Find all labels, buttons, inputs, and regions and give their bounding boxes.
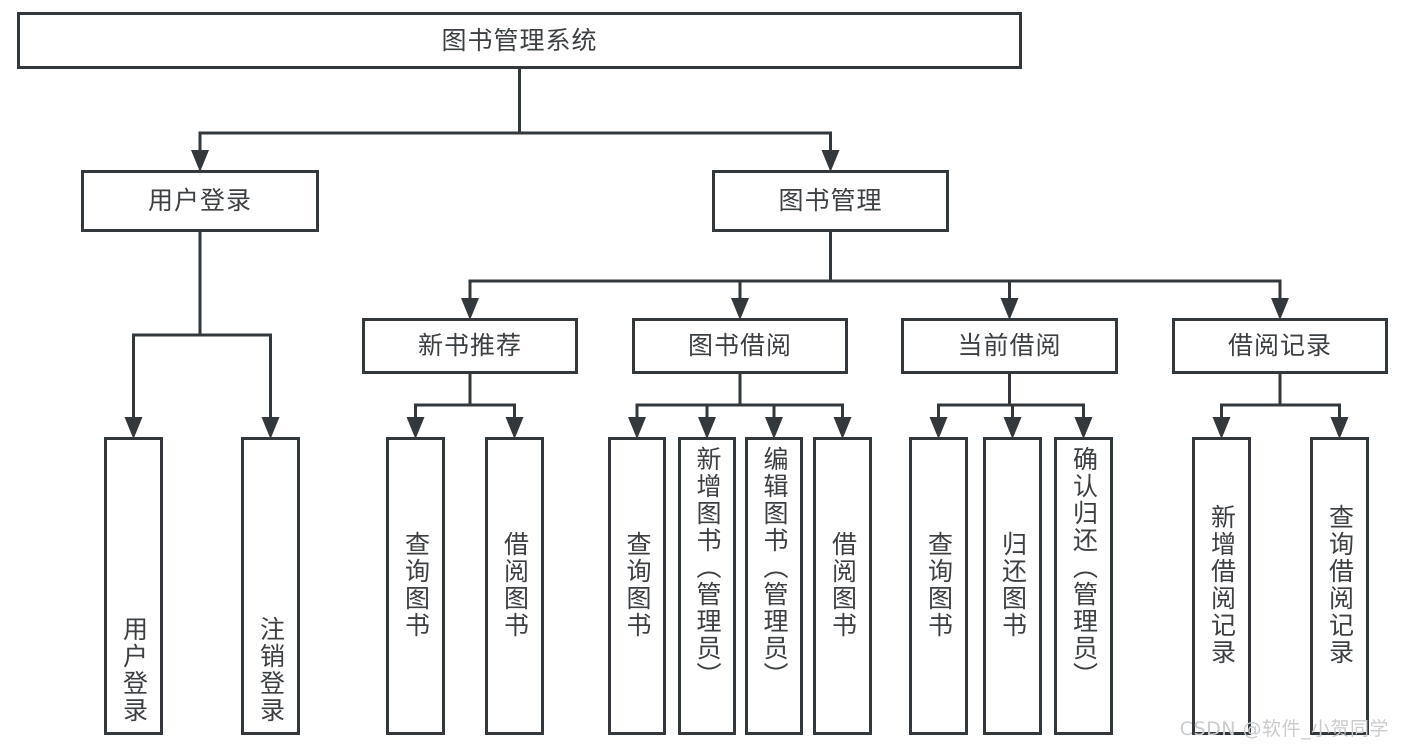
node-label: 图书管理系统 (441, 25, 598, 55)
node-label: 新书推荐 (417, 331, 522, 361)
arrowhead-leaf-edit-book-admin (765, 417, 783, 439)
arrowhead-leaf-logout (261, 417, 280, 439)
arrowhead-leaf-query-book-current (929, 417, 948, 439)
node-label: 查询图书 (401, 531, 431, 639)
node-leaf-query-borrow-record[interactable]: 查询借阅记录 (1310, 437, 1369, 735)
arrowhead-current-borrow (1000, 298, 1019, 320)
node-user-login[interactable]: 用户登录 (81, 170, 319, 232)
node-label: 查询借阅记录 (1325, 504, 1355, 666)
arrowhead-leaf-user-login (124, 417, 143, 439)
node-leaf-add-borrow-record[interactable]: 新增借阅记录 (1192, 437, 1251, 735)
arrowhead-leaf-query-book-borrow (628, 417, 646, 439)
node-label: 当前借阅 (957, 331, 1062, 361)
node-leaf-query-book-rec[interactable]: 查询图书 (386, 437, 445, 735)
node-leaf-logout[interactable]: 注销登录 (241, 437, 300, 735)
node-label: 确认归还（管理员） (1069, 446, 1099, 689)
arrowhead-borrow-records (1271, 298, 1289, 320)
node-label: 用户登录 (147, 186, 252, 216)
arrowhead-book-management (821, 150, 840, 172)
node-leaf-borrow-book[interactable]: 借阅图书 (813, 437, 872, 735)
arrowhead-user-login (191, 150, 209, 172)
node-leaf-confirm-return-admin[interactable]: 确认归还（管理员） (1054, 437, 1113, 735)
arrowhead-leaf-add-borrow-record (1212, 417, 1231, 439)
node-label: 借阅记录 (1227, 331, 1332, 361)
node-new-book-recommend[interactable]: 新书推荐 (362, 318, 578, 374)
node-label: 归还图书 (998, 531, 1028, 639)
node-label: 借阅图书 (828, 531, 858, 639)
node-current-borrow[interactable]: 当前借阅 (901, 318, 1118, 374)
node-book-management[interactable]: 图书管理 (712, 170, 949, 232)
node-label: 用户登录 (119, 616, 149, 724)
arrowhead-leaf-query-borrow-record (1330, 417, 1349, 439)
node-label: 新增图书（管理员） (693, 446, 722, 689)
node-leaf-edit-book-admin[interactable]: 编辑图书（管理员） (745, 437, 803, 735)
arrowhead-new-book-recommend (461, 298, 479, 320)
arrowhead-leaf-confirm-return-admin (1074, 417, 1093, 439)
arrowhead-leaf-add-book-admin (698, 417, 716, 439)
node-label: 注销登录 (256, 616, 286, 724)
node-leaf-query-book-current[interactable]: 查询图书 (909, 437, 968, 735)
node-label: 查询图书 (924, 531, 954, 639)
arrowhead-leaf-borrow-book (833, 417, 852, 439)
node-leaf-add-book-admin[interactable]: 新增图书（管理员） (678, 437, 736, 735)
arrowhead-book-borrow (731, 298, 749, 320)
arrowhead-leaf-return-book (1003, 417, 1022, 439)
node-leaf-return-book[interactable]: 归还图书 (983, 437, 1042, 735)
node-leaf-user-login[interactable]: 用户登录 (104, 437, 163, 735)
node-label: 编辑图书（管理员） (760, 446, 789, 689)
node-label: 新增借阅记录 (1207, 504, 1237, 666)
node-root[interactable]: 图书管理系统 (17, 12, 1022, 69)
node-label: 借阅图书 (500, 531, 530, 639)
node-leaf-query-book-borrow[interactable]: 查询图书 (608, 437, 666, 735)
node-book-borrow[interactable]: 图书借阅 (632, 318, 848, 374)
arrowhead-leaf-query-book-rec (406, 417, 425, 439)
node-label: 查询图书 (623, 531, 652, 639)
arrowhead-leaf-borrow-book-rec (505, 417, 524, 439)
node-label: 图书借阅 (687, 331, 792, 361)
node-borrow-records[interactable]: 借阅记录 (1172, 318, 1388, 374)
node-label: 图书管理 (778, 186, 883, 216)
node-leaf-borrow-book-rec[interactable]: 借阅图书 (485, 437, 544, 735)
watermark-label: CSDN @软件_小贺同学 (1179, 718, 1389, 740)
